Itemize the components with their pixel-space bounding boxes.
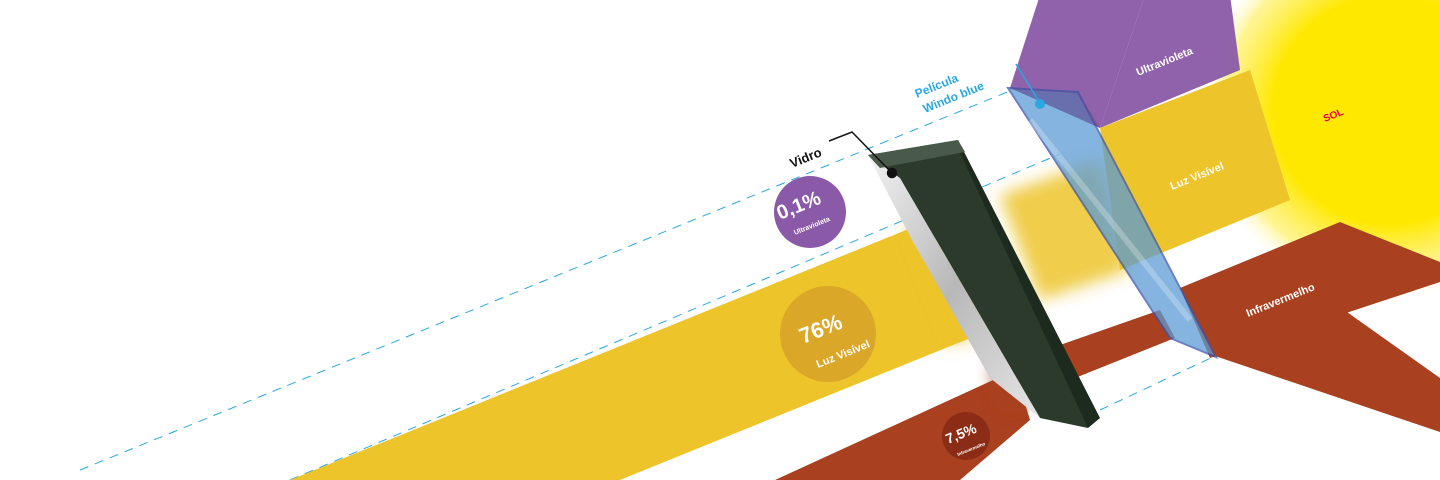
glass-label: Vidro	[788, 144, 824, 170]
incoming-bands	[1010, 0, 1440, 432]
band-overlays	[1010, 88, 1240, 356]
ir-transmission-badge: 7,5% Infravermelho	[942, 412, 990, 460]
film-pane	[1006, 86, 1219, 359]
film-pointer	[1015, 63, 1045, 109]
pointers	[828, 131, 898, 179]
sun	[1195, 0, 1440, 300]
uv-transmission-badge: 0,1% Ultravioleta	[774, 176, 846, 248]
glass-pane	[868, 140, 1100, 428]
visible-transmission-badge: 76% Luz Visível	[780, 286, 876, 382]
